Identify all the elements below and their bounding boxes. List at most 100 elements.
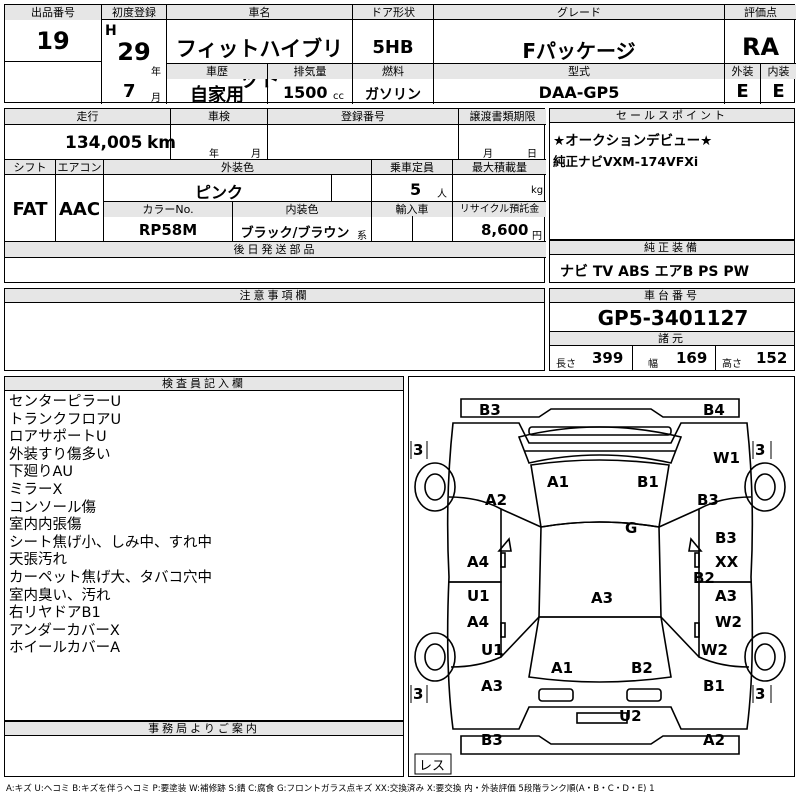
regno-label: 登録番号 <box>268 109 458 124</box>
fuel-label: 燃料 <box>353 64 433 79</box>
transfer-day-unit: 日 <box>527 149 537 160</box>
header-section: 出品番号 19 初度登録 H 29 年 7 月 車名 フィットハイブリッド ドア… <box>4 4 796 106</box>
mark-left-quarter: A3 <box>481 677 503 695</box>
displacement-label: 排気量 <box>268 64 352 79</box>
score: RA <box>741 33 780 61</box>
transfer-label: 譲渡書類期限 <box>459 109 546 124</box>
height-label: 高さ <box>722 359 742 370</box>
chassis-number: GP5-3401127 <box>597 306 749 330</box>
history: 自家用 <box>190 85 244 106</box>
equipment-section: 純正装備 ナビ TV ABS エアB PS PW <box>549 240 795 283</box>
tire-mark-brackets <box>410 441 772 703</box>
year-unit: 年 <box>151 67 161 78</box>
transfer-month-unit: 月 <box>483 149 493 160</box>
era: H <box>105 23 117 39</box>
damage-diagram: 3 3 3 3 B3 B4 A1 B1 W1 A2 B3 G B3 A4 XX … <box>408 376 795 777</box>
notes-label: 注意事項欄 <box>5 289 544 303</box>
width-label: 幅 <box>648 359 658 370</box>
sales-point-line: 純正ナビVXM-174VFXi <box>553 154 699 169</box>
damage-marks: B3 B4 A1 B1 W1 A2 B3 G B3 A4 XX B2 U1 A3… <box>467 401 742 749</box>
chassis-section: 車台番号 GP5-3401127 諸元 長さ 399 幅 169 高さ 152 <box>549 288 795 371</box>
later-parts-label: 後日発送部品 <box>5 242 546 257</box>
inspector-line: 室内臭い、汚れ <box>9 587 111 604</box>
ac: AAC <box>58 199 101 220</box>
inspector-notes: センターピラーU トランクフロアU ロアサポートU 外装すり傷多い 下廻りAU … <box>9 394 212 658</box>
detail-section: 走行 134,005 km 車検 年 月 登録番号 譲渡書類期限 月 日 シフト… <box>4 108 546 283</box>
capacity-unit: 人 <box>437 189 447 200</box>
mileage-unit: km <box>147 133 177 153</box>
mark-right-rear-door: W2 <box>715 613 742 631</box>
mileage-label: 走行 <box>5 109 170 124</box>
length-label: 長さ <box>556 359 576 370</box>
mark-rear-bumper-right: A2 <box>703 731 725 749</box>
inspector-line: 外装すり傷多い <box>9 446 111 463</box>
legend: A:キズ U:ヘコミ B:キズを伴うヘコミ P:要塗装 W:補修跡 S:錆 C:… <box>6 784 655 794</box>
max-load-unit: kg <box>531 185 544 196</box>
interior-color-label: 内装色 <box>233 202 371 217</box>
model-label: 型式 <box>434 64 724 79</box>
interior-color-suffix: 系 <box>357 231 367 242</box>
inspector-section: 検査員記入欄 センターピラーU トランクフロアU ロアサポートU 外装すり傷多い… <box>4 376 404 721</box>
inspector-line: ホイールカバーA <box>9 640 120 657</box>
mark-front-right-fender: B3 <box>697 491 719 509</box>
recycle: 8,600 <box>481 221 529 239</box>
mark-windscreen: G <box>625 519 637 537</box>
inspector-line: ミラーX <box>9 481 63 498</box>
mark-hood-left: A1 <box>547 473 569 491</box>
insp-month-unit: 月 <box>251 149 261 160</box>
mark-hood-right: B1 <box>637 473 659 491</box>
interior-color: ブラック/ブラウン <box>240 226 350 241</box>
door-label: ドア形状 <box>353 5 433 20</box>
mark-left-rear-door: A4 <box>467 613 489 631</box>
color-label: 外装色 <box>104 160 371 175</box>
shift-label: シフト <box>5 160 55 175</box>
inspector-line: 下廻りAU <box>9 464 74 481</box>
displacement-unit: cc <box>333 91 344 102</box>
mark-front-bumper-right: B4 <box>703 401 725 419</box>
office-label: 事務局よりご案内 <box>5 722 403 736</box>
mark-left-rear-fender: U1 <box>481 641 504 659</box>
tire-mark-front-right: 3 <box>755 441 765 459</box>
inspector-line: コンソール傷 <box>9 499 96 516</box>
displacement: 1500 <box>283 83 328 102</box>
insp-year-unit: 年 <box>209 149 219 160</box>
lot-label: 出品番号 <box>5 5 101 20</box>
mark-front-right-wheel: W1 <box>713 449 740 467</box>
color-no: RP58M <box>138 221 198 239</box>
mark-right-quarter: B1 <box>703 677 725 695</box>
chassis-label: 車台番号 <box>550 289 794 303</box>
mark-trunk-floor: U2 <box>619 707 642 725</box>
mark-front-bumper-left: B3 <box>479 401 501 419</box>
mark-right-rear-door-upper: B2 <box>693 569 715 587</box>
inspector-line: 室内内張傷 <box>9 517 82 534</box>
tire-mark-front-left: 3 <box>413 441 423 459</box>
ac-label: エアコン <box>56 160 103 175</box>
spec-label: 諸元 <box>550 331 794 346</box>
mark-left-front-door: A4 <box>467 553 489 571</box>
sales-point-section: セールスポイント ★オークションデビュー★ 純正ナビVXM-174VFXi <box>549 108 795 240</box>
mark-right-front-door-upper: B3 <box>715 529 737 547</box>
inspector-line: カーペット焦げ大、タバコ穴中 <box>9 569 212 586</box>
inspector-line: センターピラーU <box>9 394 122 410</box>
lot-number: 19 <box>36 27 70 55</box>
mark-rear-bumper-left: B3 <box>481 731 503 749</box>
inspector-line: 右リヤドアB1 <box>9 605 101 622</box>
first-reg-label: 初度登録 <box>102 5 166 20</box>
car-outline <box>414 398 786 755</box>
int-label: 内装 <box>761 64 796 79</box>
grade-label: グレード <box>434 5 724 20</box>
car-name-label: 車名 <box>167 5 352 20</box>
inspector-line: 天張汚れ <box>9 552 67 569</box>
recycle-unit: 円 <box>532 231 542 242</box>
mark-right-front-door: XX <box>715 553 739 571</box>
mark-left-center-pillar: U1 <box>467 587 490 605</box>
inspector-line: ロアサポートU <box>9 429 107 446</box>
mark-rear-glass-right: B2 <box>631 659 653 677</box>
width: 169 <box>676 349 708 367</box>
length: 399 <box>592 349 624 367</box>
inspector-line: アンダーカバーX <box>9 622 120 639</box>
recycle-label: リサイクル預託金 <box>453 202 546 217</box>
inspector-label: 検査員記入欄 <box>5 377 403 391</box>
mark-rear-glass-left: A1 <box>551 659 573 677</box>
sales-point-label: セールスポイント <box>550 109 794 123</box>
